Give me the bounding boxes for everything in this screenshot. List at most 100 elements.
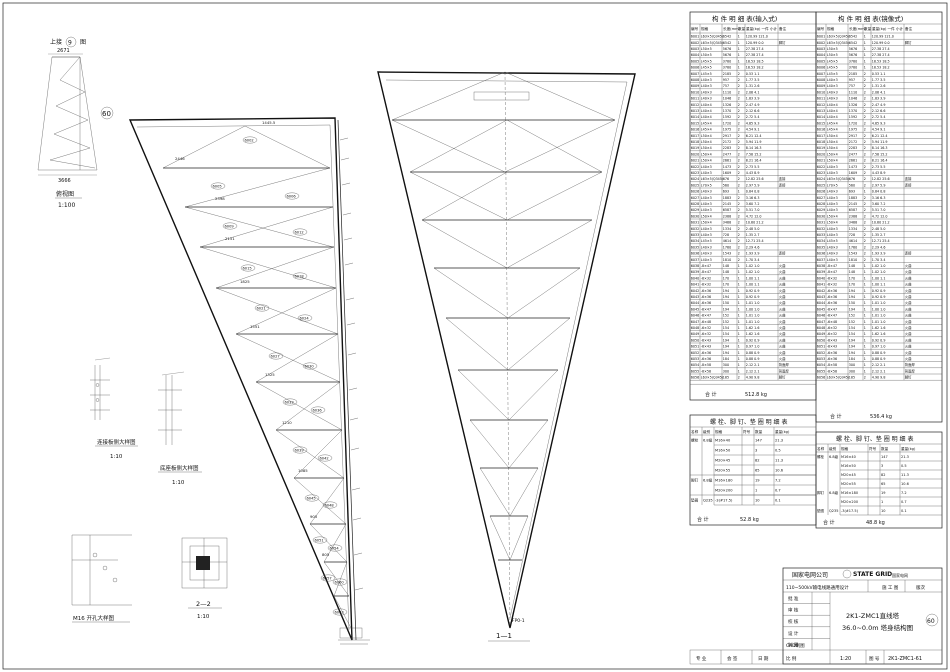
phase-label: 施 工 图 [882, 584, 899, 591]
table1-cell: 6016 [691, 128, 699, 132]
signoff-cell: 日 期 [758, 656, 769, 662]
table1-cell: 676 [723, 177, 729, 181]
table1-cell: 6002 [691, 41, 699, 45]
member-bubble [284, 192, 300, 200]
table1-cell: 6006 [691, 66, 699, 70]
table2-cell: 1 [864, 289, 866, 293]
member-bubble [302, 362, 318, 370]
table2-cell: 6023 [817, 171, 825, 175]
bolt2-cell: 82 [881, 473, 885, 477]
bolt2-cell: 6.8级 [829, 490, 839, 495]
section-11-label: 1—1 [496, 632, 512, 640]
table2-cell: -8×58 [827, 369, 837, 373]
table1-cell: 1592 [723, 115, 731, 119]
member-bubble-label: 6015 [243, 267, 252, 271]
bolt2-cell: 7.2 [901, 491, 907, 495]
bolt2-cell: 21.3 [901, 455, 909, 459]
table1-cell: L40×3 [701, 190, 712, 194]
bolt-cell: 脚钉 [691, 478, 699, 483]
table2-cell: 6014 [817, 115, 825, 119]
table1-cell: 2172 [723, 140, 731, 144]
table1-cell: L40×3 [701, 165, 712, 169]
table1-cell: 1.00 1.1 [746, 283, 760, 287]
table2-cell: L63×5(Q345) [827, 376, 849, 380]
table2-cell: 1592 [849, 115, 857, 119]
table1-cell: 5.94 11.9 [746, 140, 762, 144]
table1-cell: 8.14 16.3 [746, 146, 762, 150]
table2-cell: 2917 [849, 134, 857, 138]
table1-cell: 6005 [691, 59, 699, 63]
table1-cell: 1110 [723, 90, 731, 94]
table2-cell: 2.72 5.4 [872, 115, 886, 119]
table2-cell: 1 [864, 47, 866, 51]
table2-cell: 连接 [905, 182, 912, 187]
table1-cell: 0.92 0.9 [746, 338, 760, 342]
table2-cell: 6042 [817, 289, 825, 293]
table2-cell: 2.47 4.9 [872, 103, 886, 107]
bolt2-cell: 11.3 [901, 473, 909, 477]
table2-cell: 2 [864, 233, 866, 237]
table2-cell: 火曲 [905, 282, 912, 287]
table1-cell: L50×4 [701, 221, 712, 225]
table1-cell: 1 [738, 320, 740, 324]
table2-cell: -6×32 [827, 332, 837, 336]
table1-cell: 6012 [691, 103, 699, 107]
table2-cell: 连接 [905, 251, 912, 256]
table2-cell: 2 [864, 115, 866, 119]
table2-cell: L50×5 [827, 47, 838, 51]
table1-cell: 1 [738, 338, 740, 342]
table2-cell: -6×36 [827, 357, 837, 361]
table2-cell: 1.01 1.0 [872, 301, 886, 305]
table2-cell: L40×3 [827, 190, 838, 194]
table1-cell: 6047 [691, 320, 699, 324]
table2-cell: 6024 [817, 177, 825, 181]
member-bubble-label: 6018 [295, 275, 305, 279]
member-table-2: 构 件 明 细 表(镜像式) 编号规格长度(mm)数量重量(kg) 一件 小计备… [815, 11, 943, 423]
table2-cell: 2 [864, 208, 866, 212]
table2-cell: L63×5(Q345) [827, 177, 849, 181]
table2-cell: L63×5(Q345) [827, 35, 849, 39]
bolt2-cell: Q235 [829, 509, 838, 513]
table1-cell: L50×4 [701, 146, 712, 150]
table2-cell: 10.60 21.2 [872, 221, 890, 225]
table1-cell: 1 [738, 345, 740, 349]
table1-cell: 6054 [691, 363, 699, 367]
bolt2-cell: 6.8级 [829, 454, 839, 459]
table1-cell: 2 [738, 177, 740, 181]
table2-cell: L40×4 [827, 103, 838, 107]
table2-cell: 1975 [849, 128, 857, 132]
table1-cell: 194 [723, 289, 729, 293]
table2-cell: 1334 [849, 227, 857, 231]
table2-cell: 1 [864, 35, 866, 39]
table1-cell: L40×3 [701, 258, 712, 262]
table2-cell: 18.53 18.2 [872, 66, 890, 70]
table1-cell: 18.53 18.2 [746, 66, 764, 70]
table1-cell: 18.53 18.5 [746, 59, 764, 63]
table1-cell: 152 [723, 320, 729, 324]
table1-cell: 1.93 3.9 [746, 252, 760, 256]
table1-cell: 1.00 1.0 [746, 307, 760, 311]
member-bubble-label: 6030 [305, 365, 315, 369]
table2-cell: 2 [864, 202, 866, 206]
table2-cell: 1 [864, 283, 866, 287]
table1-cell: 2 [738, 84, 740, 88]
table2-cell: 1.83 3.9 [872, 97, 886, 101]
member-bubble-label: 6021 [257, 307, 266, 311]
table1-cell: 2 [738, 115, 740, 119]
table1-cell: L50×5 [701, 53, 712, 57]
table2-cell: 2172 [849, 140, 857, 144]
table1-cell: 1 [738, 47, 740, 51]
table2-cell: 0.88 0.9 [872, 357, 886, 361]
table2-cell: 4.72 12.0 [872, 214, 888, 218]
table1-cell: 6045 [691, 307, 699, 311]
table2-cell: 6034 [817, 239, 825, 243]
bolt2-cell: M20×45 [841, 473, 856, 477]
table1-cell: 6017 [691, 134, 699, 138]
table1-cell: 757 [723, 84, 729, 88]
table2-cell: L40×3 [827, 97, 838, 101]
table2-cell: L40×3 [827, 233, 838, 237]
table2-cell: 2 [864, 196, 866, 200]
table1-cell: 2 [738, 121, 740, 125]
table2-header: 长度(mm) [849, 26, 867, 31]
table1-cell: 170 [723, 283, 729, 287]
